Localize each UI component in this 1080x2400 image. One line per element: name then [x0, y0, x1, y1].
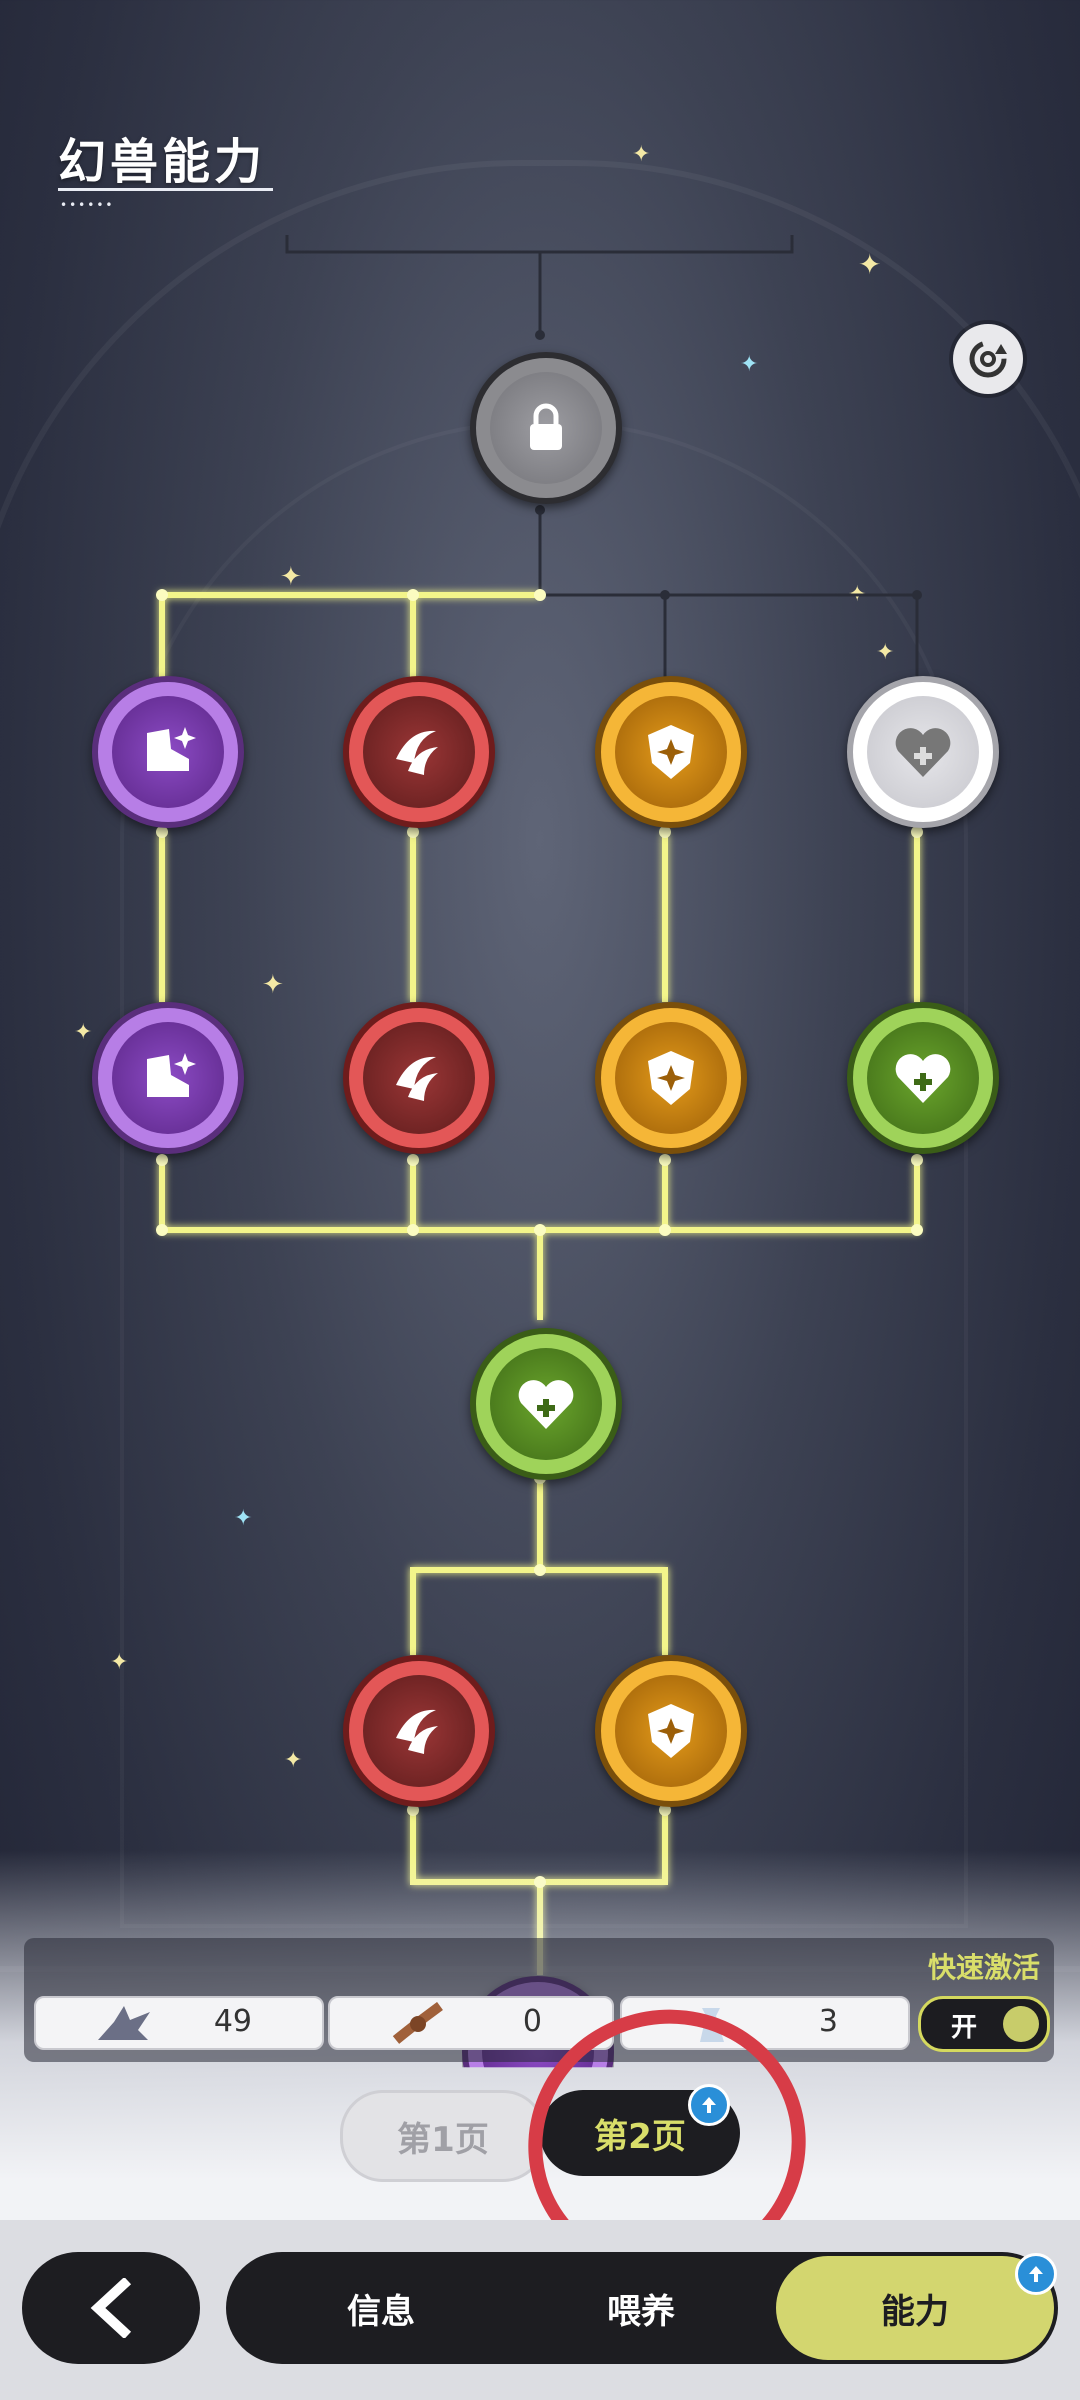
skill-node-attack[interactable]: [343, 676, 495, 828]
resource-value: 49: [213, 2004, 252, 2039]
bottom-nav: 信息 喂养 能力: [226, 2252, 1058, 2364]
title-dots: ••••••: [60, 198, 115, 212]
quick-activate-toggle[interactable]: 开: [918, 1996, 1050, 2052]
rope-material-icon: [392, 2002, 443, 2044]
sparkle-icon: ✦: [234, 1506, 253, 1531]
shield-defense-icon: [648, 1704, 694, 1758]
skill-node-health-unlit[interactable]: [847, 676, 999, 828]
refresh-icon: [969, 340, 1007, 378]
sparkle-icon: ✦: [110, 1650, 129, 1675]
skill-node-defense[interactable]: [595, 1655, 747, 1807]
sparkle-icon: ✦: [262, 970, 284, 1000]
sparkle-icon: ✦: [740, 352, 759, 377]
upgrade-badge-icon: [688, 2084, 730, 2126]
resource-wing: 49: [34, 1996, 324, 2050]
toggle-label: 开: [951, 2013, 978, 2043]
nav-tab-feed[interactable]: 喂养: [607, 2291, 675, 2332]
heart-health-icon: [518, 1380, 574, 1429]
sparkle-icon: ✦: [74, 1020, 93, 1045]
shield-defense-icon: [648, 1051, 694, 1105]
skill-node-speed[interactable]: [92, 1002, 244, 1154]
sparkle-icon: ✦: [858, 248, 882, 281]
tab-page-1[interactable]: 第1页: [340, 2090, 546, 2182]
page-title: 幻兽能力: [58, 134, 267, 190]
skill-node-attack[interactable]: [343, 1655, 495, 1807]
resource-rope: 0: [328, 1996, 614, 2050]
upgrade-badge-icon: [1015, 2253, 1057, 2295]
boot-speed-icon: [147, 1053, 196, 1097]
nav-tab-info[interactable]: 信息: [347, 2291, 415, 2332]
lock-icon: [530, 403, 562, 450]
skill-node-defense[interactable]: [595, 676, 747, 828]
resource-bottle: 3: [620, 1996, 910, 2050]
sparkle-icon: ✦: [632, 142, 651, 167]
resource-value: 3: [818, 2004, 838, 2039]
back-button[interactable]: [22, 2252, 200, 2364]
skill-node-defense[interactable]: [595, 1002, 747, 1154]
back-arrow-icon: [90, 2278, 132, 2338]
sparkle-icon: ✦: [280, 562, 302, 592]
sparkle-icon: ✦: [876, 640, 895, 665]
resource-value: 0: [522, 2004, 542, 2039]
bottle-material-icon: [700, 2008, 724, 2042]
sparkle-icon: ✦: [284, 1748, 303, 1773]
heart-health-icon: [895, 1054, 951, 1103]
claw-attack-icon: [396, 730, 438, 775]
skill-node-health[interactable]: [847, 1002, 999, 1154]
boot-speed-icon: [147, 727, 196, 771]
toggle-knob: [1003, 2006, 1039, 2042]
claw-attack-icon: [396, 1056, 438, 1101]
wing-material-icon: [98, 2006, 150, 2040]
title-underline: [58, 188, 273, 191]
skill-node-speed[interactable]: [92, 676, 244, 828]
skill-node-attack[interactable]: [343, 1002, 495, 1154]
quick-activate-label: 快速激活: [927, 1951, 1040, 1984]
skill-tree-connectors: [156, 235, 923, 1975]
skill-node-health[interactable]: [470, 1328, 622, 1480]
shield-defense-icon: [648, 725, 694, 779]
nav-tab-ability[interactable]: 能力: [776, 2256, 1054, 2360]
skill-node-locked[interactable]: [470, 352, 622, 504]
heart-health-icon: [895, 728, 951, 777]
claw-attack-icon: [396, 1709, 438, 1754]
refresh-button[interactable]: [953, 324, 1023, 394]
